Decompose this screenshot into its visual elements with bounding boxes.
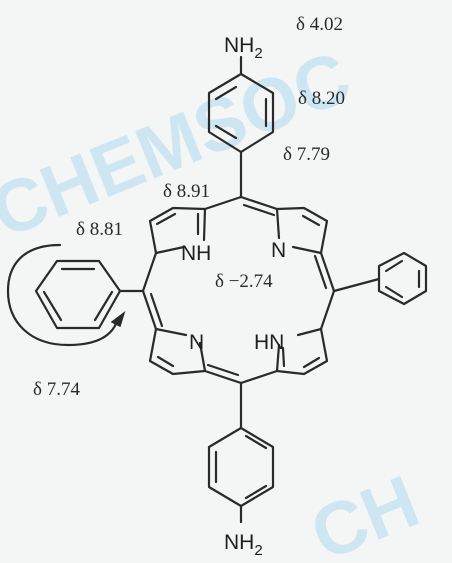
shift-inner-nh: δ −2.74: [215, 271, 273, 292]
right-phenyl-inner-bond: [384, 259, 404, 273]
pyrrole-lower-right: [275, 327, 329, 376]
pyrrole-upper-right: [275, 206, 329, 255]
pyrrole-lower-left: [148, 327, 207, 376]
meso-bottom-double: [206, 363, 240, 377]
shift-beta-pyrrole-1: δ 8.91: [163, 181, 210, 202]
watermark-bottom: CH: [300, 459, 430, 563]
pyrrole-upper-right-double: [301, 214, 321, 227]
rotation-arrowhead: [110, 311, 126, 328]
top-amine-label: NH2: [224, 34, 263, 62]
left-phenyl-inner-bond: [93, 290, 114, 322]
shift-nh2: δ 4.02: [296, 14, 343, 35]
bottom-aryl-ring: [207, 426, 275, 508]
pyrrole-lower-left-double: [156, 355, 175, 368]
pyrrole-lower-right-beta-double: [281, 346, 286, 368]
meso-left-up: [141, 251, 158, 293]
top-aryl-inner-bond: [214, 85, 238, 101]
bonds: [6, 55, 428, 524]
meso-right-down: [319, 289, 336, 331]
top-aryl-inner-bond: [214, 124, 238, 140]
meso-top-right: [239, 195, 279, 211]
hn-lower-right-label: HN: [254, 331, 284, 354]
bottom-aryl-inner-bond: [244, 434, 268, 450]
meso-left-double: [149, 292, 164, 328]
shift-beta-pyrrole-2: δ 8.81: [76, 219, 123, 240]
right-phenyl-meso-bond: [332, 277, 381, 293]
right-phenyl-inner-bond: [384, 285, 404, 299]
meso-top-double: [242, 203, 276, 217]
meso-bottom-right: [239, 369, 279, 385]
rotation-arrow: [6, 243, 120, 347]
meso-bottom-left: [203, 369, 243, 385]
nh-upper-left-label: NH: [181, 242, 211, 265]
pyrrole-upper-left-double: [155, 212, 177, 226]
bottom-amine-label: NH2: [224, 531, 263, 559]
meso-right-up: [319, 251, 336, 293]
pyrrole-lower-right-double: [302, 356, 321, 369]
meso-left-down: [141, 289, 158, 331]
meso-right-double: [313, 254, 328, 290]
meso-top-left: [203, 195, 243, 211]
right-phenyl-ring: [377, 251, 428, 306]
bottom-aryl-inner-bond: [244, 484, 268, 500]
shift-phenyl: δ 7.74: [33, 379, 80, 400]
left-phenyl-inner-bond: [42, 290, 63, 322]
n-lower-left-label: N: [189, 331, 204, 354]
n-upper-right-label: N: [271, 239, 286, 262]
shift-aryl-ortho-amine: δ 8.20: [298, 88, 345, 109]
left-phenyl-ring: [34, 259, 122, 330]
shift-aryl-meta-amine: δ 7.79: [283, 144, 330, 165]
pyrrole-upper-left: [148, 206, 207, 255]
